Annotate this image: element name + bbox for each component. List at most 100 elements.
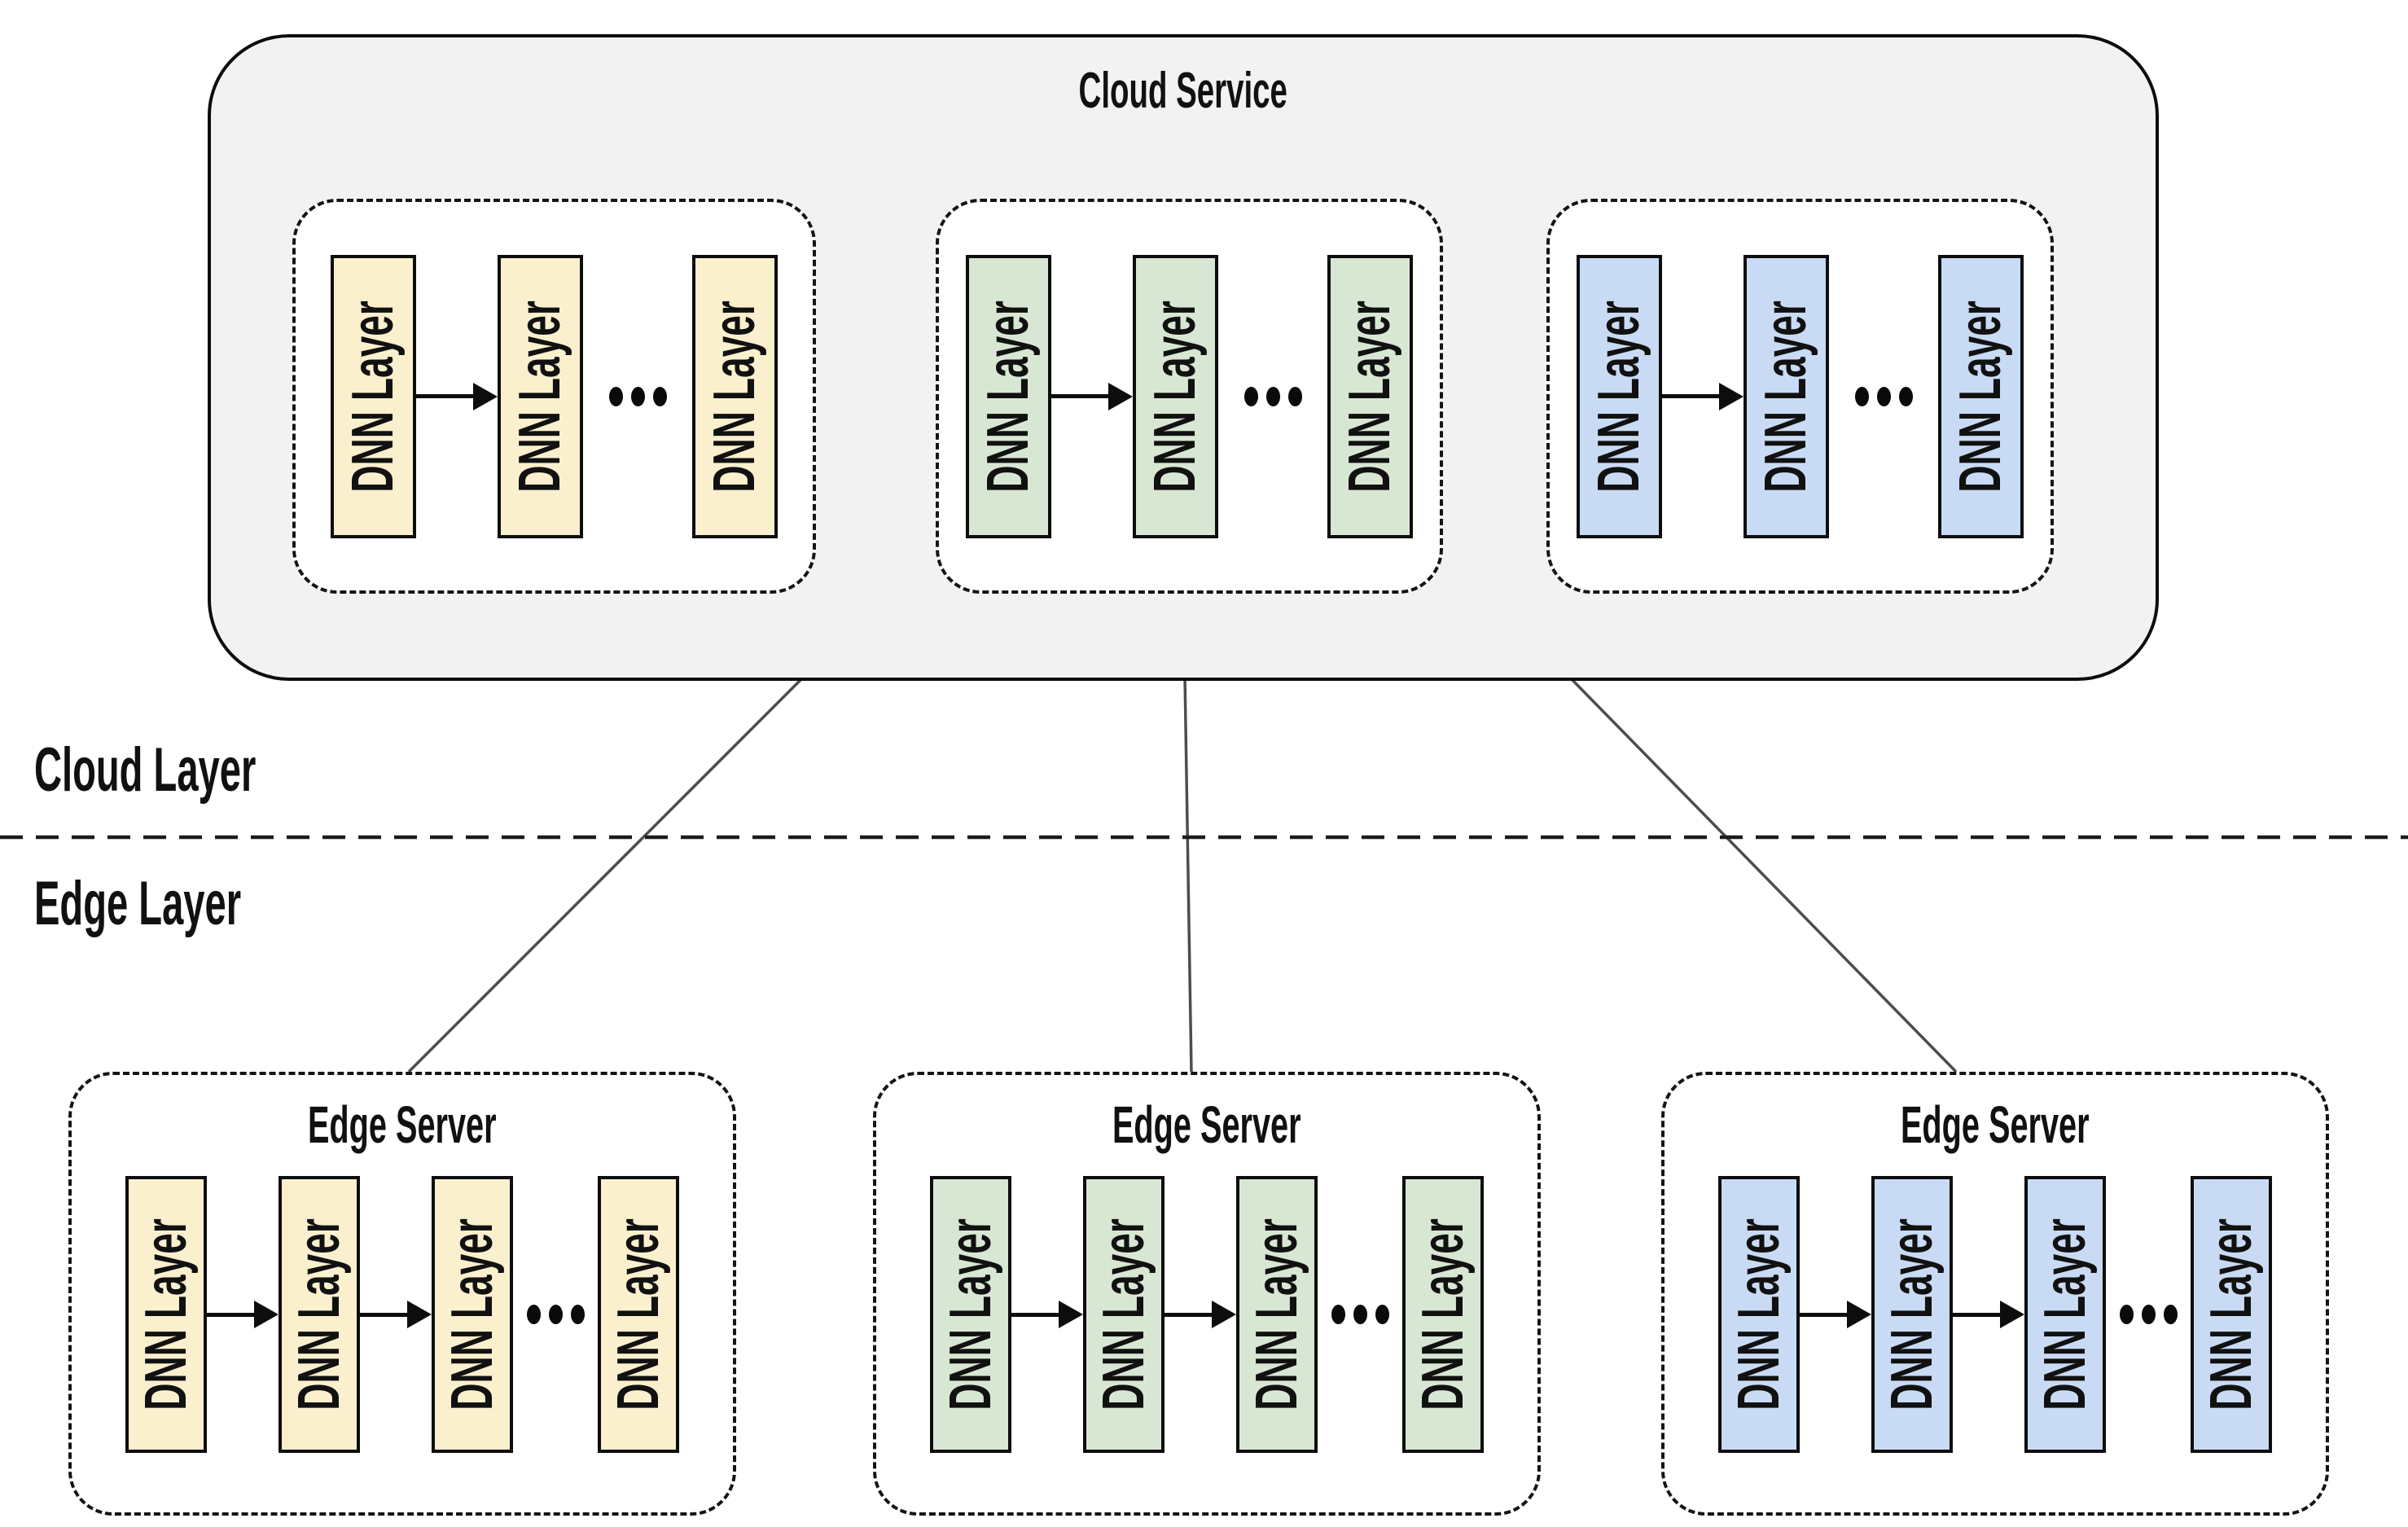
dnn-layer-box: DNN Layer [2191,1176,2272,1453]
edge-server-title-text: Edge Server [1112,1095,1301,1154]
edge-server-title-text: Edge Server [308,1095,497,1154]
dnn-layer-box: DNN Layer [598,1176,679,1453]
dnn-model-group-blue: DNN Layer DNN Layer DNN Layer [1546,199,2054,594]
dot [526,1305,541,1324]
dnn-layer-box: DNN Layer [1327,254,1413,538]
dnn-layer-label: DNN Layer [340,300,406,493]
dot [570,1305,585,1324]
dot [2163,1305,2178,1324]
dot [1876,386,1891,406]
dnn-layer-label: DNN Layer [1753,300,1819,493]
cloud-layer-label-text: Cloud Layer [34,735,257,805]
arrow-right-icon [1662,383,1743,410]
dnn-layer-box: DNN Layer [692,254,778,538]
dnn-layer-label: DNN Layer [1337,300,1403,493]
dnn-layer-box: DNN Layer [498,254,583,538]
dnn-layer-label: DNN Layer [1410,1218,1476,1411]
dnn-pipeline: DNN Layer DNN Layer DNN Layer [1577,254,2024,538]
dnn-layer-box: DNN Layer [1402,1176,1484,1453]
dnn-layer-label: DNN Layer [976,300,1042,493]
dnn-layer-label: DNN Layer [938,1218,1003,1411]
dnn-layer-label: DNN Layer [1879,1218,1945,1411]
edge-layer-label: Edge Layer [34,868,368,939]
arrow-right-icon [207,1301,279,1328]
ellipsis-icon [2106,1305,2191,1324]
arrow-right-icon [1011,1301,1083,1328]
dnn-layer-box: DNN Layer [2024,1176,2106,1453]
dnn-layer-box: DNN Layer [1133,254,1218,538]
dot [1898,386,1913,406]
edge-server-title: Edge Server [1843,1095,2147,1155]
dnn-pipeline: DNN Layer DNN Layer DNN Layer [966,254,1413,538]
cloud-layer-label: Cloud Layer [34,735,392,805]
edge-layer-label-text: Edge Layer [34,869,242,938]
dnn-layer-box: DNN Layer [1236,1176,1318,1453]
edge-server-box-2: Edge Server DNN Layer DNN Layer DNN Laye… [873,1072,1541,1516]
connector-line-middle [1183,675,1193,1073]
dnn-layer-label: DNN Layer [1948,300,2014,493]
edge-server-box-1: Edge Server DNN Layer DNN Layer DNN Laye… [68,1072,736,1516]
dot [608,386,623,406]
dnn-layer-label: DNN Layer [1143,300,1208,493]
dnn-layer-label: DNN Layer [702,300,768,493]
ellipsis-icon [583,386,692,406]
dot [2141,1305,2156,1324]
arrow-right-icon [1953,1301,2024,1328]
dot [630,386,645,406]
ellipsis-icon [513,1305,598,1324]
dnn-pipeline: DNN Layer DNN Layer DNN Layer [331,254,778,538]
arrow-right-icon [416,383,498,410]
dot [1243,386,1258,406]
dnn-layer-box: DNN Layer [1577,254,1662,538]
dnn-layer-label: DNN Layer [1586,300,1652,493]
dnn-pipeline: DNN Layer DNN Layer DNN Layer DNN Layer [1718,1176,2272,1453]
edge-server-box-3: Edge Server DNN Layer DNN Layer DNN Laye… [1661,1072,2329,1516]
dot [548,1305,563,1324]
dot [1331,1305,1345,1324]
dnn-layer-box: DNN Layer [1083,1176,1165,1453]
dot [1375,1305,1389,1324]
ellipsis-icon [1218,386,1327,406]
ellipsis-icon [1829,386,1938,406]
dnn-pipeline: DNN Layer DNN Layer DNN Layer DNN Layer [930,1176,1484,1453]
arrow-right-icon [1051,383,1133,410]
dnn-layer-label: DNN Layer [507,300,573,493]
dot [1265,386,1280,406]
edge-server-title: Edge Server [250,1095,555,1155]
dot [1287,386,1302,406]
dnn-layer-label: DNN Layer [440,1218,505,1411]
arrow-right-icon [1800,1301,1871,1328]
dnn-layer-box: DNN Layer [279,1176,360,1453]
dnn-layer-box: DNN Layer [930,1176,1011,1453]
cloud-service-box: Cloud Service DNN Layer DNN Layer DNN La… [208,34,2159,681]
dnn-layer-label: DNN Layer [287,1218,352,1411]
cloud-service-title: Cloud Service [211,62,2156,120]
dnn-model-group-yellow: DNN Layer DNN Layer DNN Layer [292,199,816,594]
dot [1854,386,1869,406]
dnn-layer-box: DNN Layer [966,254,1051,538]
dnn-layer-label: DNN Layer [2199,1218,2264,1411]
dnn-model-group-green: DNN Layer DNN Layer DNN Layer [936,199,1443,594]
dnn-layer-label: DNN Layer [2033,1218,2098,1411]
dnn-layer-box: DNN Layer [1718,1176,1800,1453]
arrow-right-icon [360,1301,432,1328]
dnn-layer-box: DNN Layer [1938,254,2024,538]
edge-server-title-text: Edge Server [1901,1095,2090,1154]
dnn-pipeline: DNN Layer DNN Layer DNN Layer DNN Layer [125,1176,679,1453]
arrow-right-icon [1165,1301,1236,1328]
dnn-layer-box: DNN Layer [1743,254,1829,538]
dnn-layer-box: DNN Layer [1871,1176,1953,1453]
dnn-layer-label: DNN Layer [1726,1218,1792,1411]
dot [652,386,667,406]
dnn-layer-box: DNN Layer [331,254,416,538]
cloud-service-title-text: Cloud Service [1078,63,1288,119]
dnn-layer-box: DNN Layer [432,1176,513,1453]
dnn-layer-label: DNN Layer [1244,1218,1309,1411]
dot [1353,1305,1367,1324]
connector-line-right [1567,674,1958,1073]
dnn-layer-box: DNN Layer [125,1176,207,1453]
dnn-layer-label: DNN Layer [606,1218,671,1411]
dot [2119,1305,2134,1324]
